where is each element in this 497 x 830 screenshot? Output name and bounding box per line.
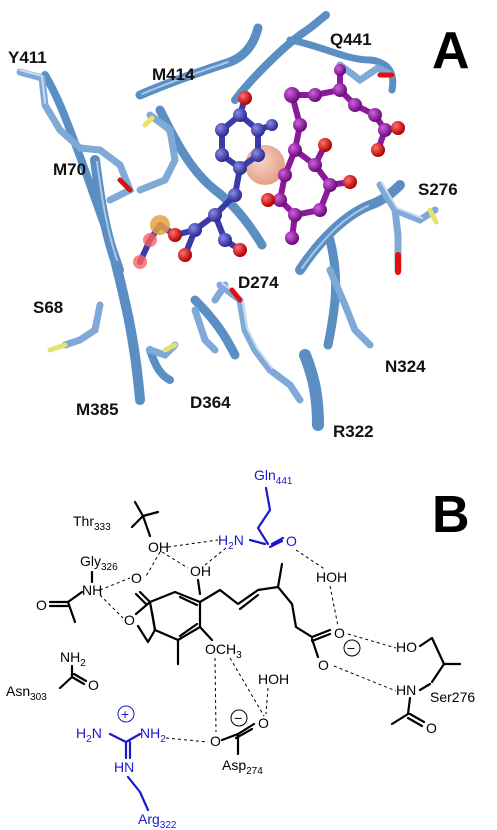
ligand-blue — [133, 91, 278, 269]
residue-asn303: NH2 O Asn303 — [6, 649, 99, 703]
label-d364: D364 — [190, 393, 231, 412]
gln-label: Gln441 — [254, 467, 293, 487]
ser-hn: HN — [396, 682, 416, 698]
label-m414: M414 — [152, 65, 195, 84]
plus-sign-arg: + — [121, 706, 129, 722]
asp-o2: O — [258, 715, 269, 731]
ser-ho: HO — [396, 639, 417, 655]
label-m70: M70 — [53, 160, 86, 179]
interaction-schematic: B Gln441 O H2N Thr333 OH Gly326 NH O OH — [6, 467, 475, 830]
gly-nh: NH — [82, 582, 102, 598]
residue-arg322: + H2N NH2 HN Arg322 — [76, 705, 177, 830]
label-r322: R322 — [333, 422, 374, 441]
minus-sign-asp: − — [234, 710, 242, 726]
arg-h2n: H2N — [76, 725, 102, 745]
protein-ribbons — [41, 11, 405, 431]
label-s68: S68 — [33, 298, 63, 317]
minus-sign-ligand: − — [347, 640, 355, 656]
residue-ser276: HO HN O Ser276 — [390, 636, 475, 736]
thr-label: Thr333 — [73, 513, 111, 533]
ligand-och3: OCH3 — [205, 641, 242, 661]
water-top: HOH — [316, 569, 347, 585]
gly-o: O — [36, 597, 47, 613]
asp-label: Asp274 — [222, 757, 263, 777]
label-m385: M385 — [76, 400, 119, 419]
protein-structure-render: Y411 Q441 M414 M70 S276 D274 S68 N324 M3… — [8, 11, 470, 441]
lactone-o-ring: O — [124, 612, 135, 628]
label-n324: N324 — [385, 357, 426, 376]
residue-asp274: O O − Asp274 — [210, 709, 269, 777]
residue-gly326: Gly326 NH O — [36, 553, 118, 624]
ligand-core: OH O O OCH3 O O − — [124, 562, 361, 673]
label-y411: Y411 — [8, 48, 47, 67]
hydrogen-bonds — [99, 539, 397, 743]
plus-charge-arg — [117, 705, 135, 723]
carboxylate-o1: O — [334, 625, 345, 641]
label-d274: D274 — [238, 273, 279, 292]
residue-thr333: Thr333 OH — [73, 500, 169, 555]
panel-b-interaction-diagram: B Gln441 O H2N Thr333 OH Gly326 NH O OH — [0, 452, 497, 830]
arg-label: Arg322 — [138, 811, 177, 830]
carboxylate-o2: O — [318, 657, 329, 673]
thr-oh: OH — [148, 539, 169, 555]
panel-letter-a: A — [432, 22, 470, 80]
minus-charge-ligand — [343, 639, 361, 657]
lactone-o-carbonyl: O — [131, 570, 142, 586]
ligand-oh: OH — [190, 563, 211, 579]
panel-letter-b: B — [432, 486, 470, 544]
ion-sphere — [245, 145, 285, 185]
side-chain-accents — [47, 72, 439, 353]
asp-o1: O — [210, 733, 221, 749]
minus-charge-asp — [230, 709, 248, 727]
arg-nh2: NH2 — [140, 725, 166, 745]
asn-label: Asn303 — [6, 683, 47, 703]
panel-a-structure: Y411 Q441 M414 M70 S276 D274 S68 N324 M3… — [8, 11, 470, 441]
asn-nh2: NH2 — [60, 649, 86, 669]
residue-gln441: Gln441 O H2N — [218, 467, 297, 552]
arg-hn: HN — [114, 759, 134, 775]
asn-o: O — [88, 677, 99, 693]
gly-label: Gly326 — [80, 553, 118, 573]
gln-h2n: H2N — [218, 532, 244, 552]
ser-label: Ser276 — [430, 689, 475, 705]
side-chain-sticks — [16, 61, 439, 404]
water-mid: HOH — [258, 671, 289, 687]
label-s276: S276 — [418, 180, 458, 199]
ser-o: O — [426, 720, 437, 736]
gln-o: O — [286, 533, 297, 549]
label-q441: Q441 — [330, 30, 372, 49]
ligand-purple — [261, 64, 405, 245]
